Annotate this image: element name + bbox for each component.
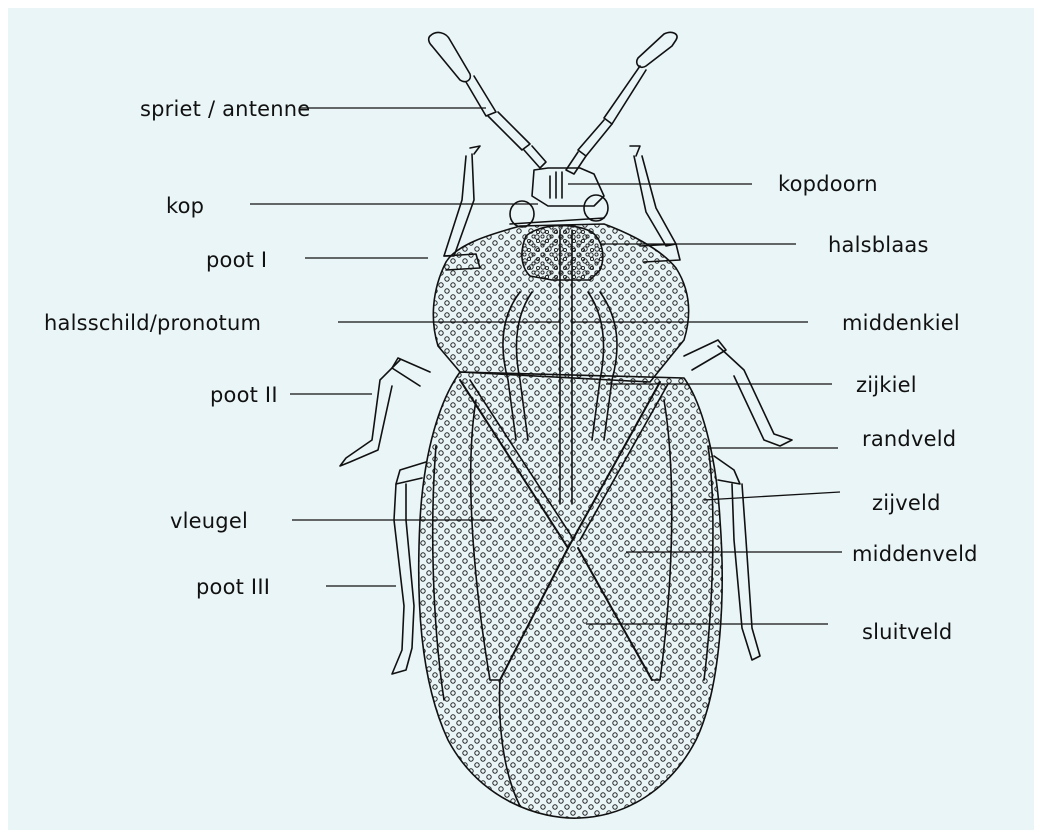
label-central-field: middenveld xyxy=(852,544,978,565)
leg-2-left xyxy=(340,358,430,466)
label-pronotum: halsschild/pronotum xyxy=(44,313,261,334)
antenna-right xyxy=(566,32,677,174)
label-neck-bladder: halsblaas xyxy=(828,235,929,256)
label-head-spine: kopdoorn xyxy=(778,174,878,195)
label-side-field: zijveld xyxy=(872,493,941,514)
label-margin-field: randveld xyxy=(862,429,956,450)
label-closing-field: sluitveld xyxy=(862,622,952,643)
label-wing: vleugel xyxy=(170,511,248,532)
antenna-left xyxy=(429,33,546,168)
hemelytra xyxy=(419,372,722,818)
label-antenna: spriet / antenne xyxy=(140,99,310,120)
label-head: kop xyxy=(166,196,204,217)
label-leg1: poot I xyxy=(206,250,267,271)
label-leg3: poot III xyxy=(196,577,270,598)
label-leg2: poot II xyxy=(210,385,278,406)
head xyxy=(510,168,608,227)
leader-side-field xyxy=(704,492,840,500)
label-side-keel: zijkiel xyxy=(856,375,917,396)
label-median-keel: middenkiel xyxy=(842,313,960,334)
